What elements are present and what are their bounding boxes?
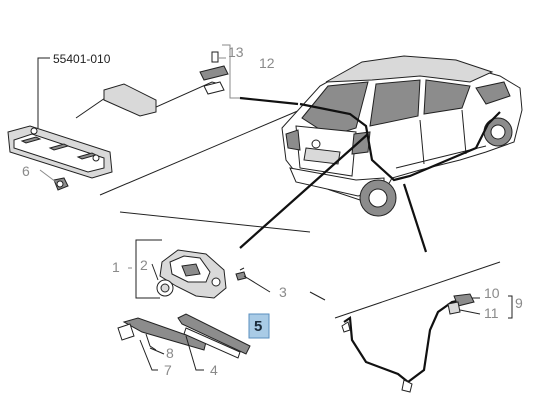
callout-13[interactable]: 13 <box>228 44 244 60</box>
callout-5-highlight[interactable]: 5 <box>248 313 270 339</box>
callout-7[interactable]: 7 <box>164 362 172 378</box>
clip-fastener[interactable] <box>53 177 69 191</box>
section-dividers <box>99 109 501 319</box>
third-brake-light[interactable] <box>7 125 113 179</box>
callout-10[interactable]: 10 <box>484 285 500 301</box>
leaders-lower-right <box>459 295 513 319</box>
washer-nozzle[interactable] <box>447 293 475 315</box>
rear-wiper-motor[interactable] <box>159 249 227 299</box>
callout-12[interactable]: 12 <box>259 55 275 71</box>
seal-grommet[interactable] <box>156 279 174 297</box>
leaders-lower-middle <box>128 239 271 371</box>
screw[interactable] <box>235 267 247 281</box>
callout-3[interactable]: 3 <box>279 284 287 300</box>
callout-1[interactable]: 1 <box>112 259 120 275</box>
callout-8[interactable]: 8 <box>166 345 174 361</box>
leaders-upper-left <box>37 44 244 183</box>
vehicle-rear-view <box>281 55 523 217</box>
callout-2[interactable]: 2 <box>140 257 148 273</box>
callout-4[interactable]: 4 <box>210 362 218 378</box>
callout-6[interactable]: 6 <box>22 163 30 179</box>
third-brake-light-harness[interactable] <box>75 51 229 119</box>
part-number-label: 55401-010 <box>53 52 111 66</box>
washer-hose[interactable] <box>341 298 463 393</box>
callout-9[interactable]: 9 <box>515 295 523 311</box>
wiper-blade[interactable] <box>177 313 251 359</box>
wiper-arm[interactable] <box>117 317 207 351</box>
callout-11[interactable]: 11 <box>484 305 499 321</box>
callout-5[interactable]: 5 <box>254 318 262 335</box>
vehicle-wiring-harness[interactable] <box>239 96 501 253</box>
